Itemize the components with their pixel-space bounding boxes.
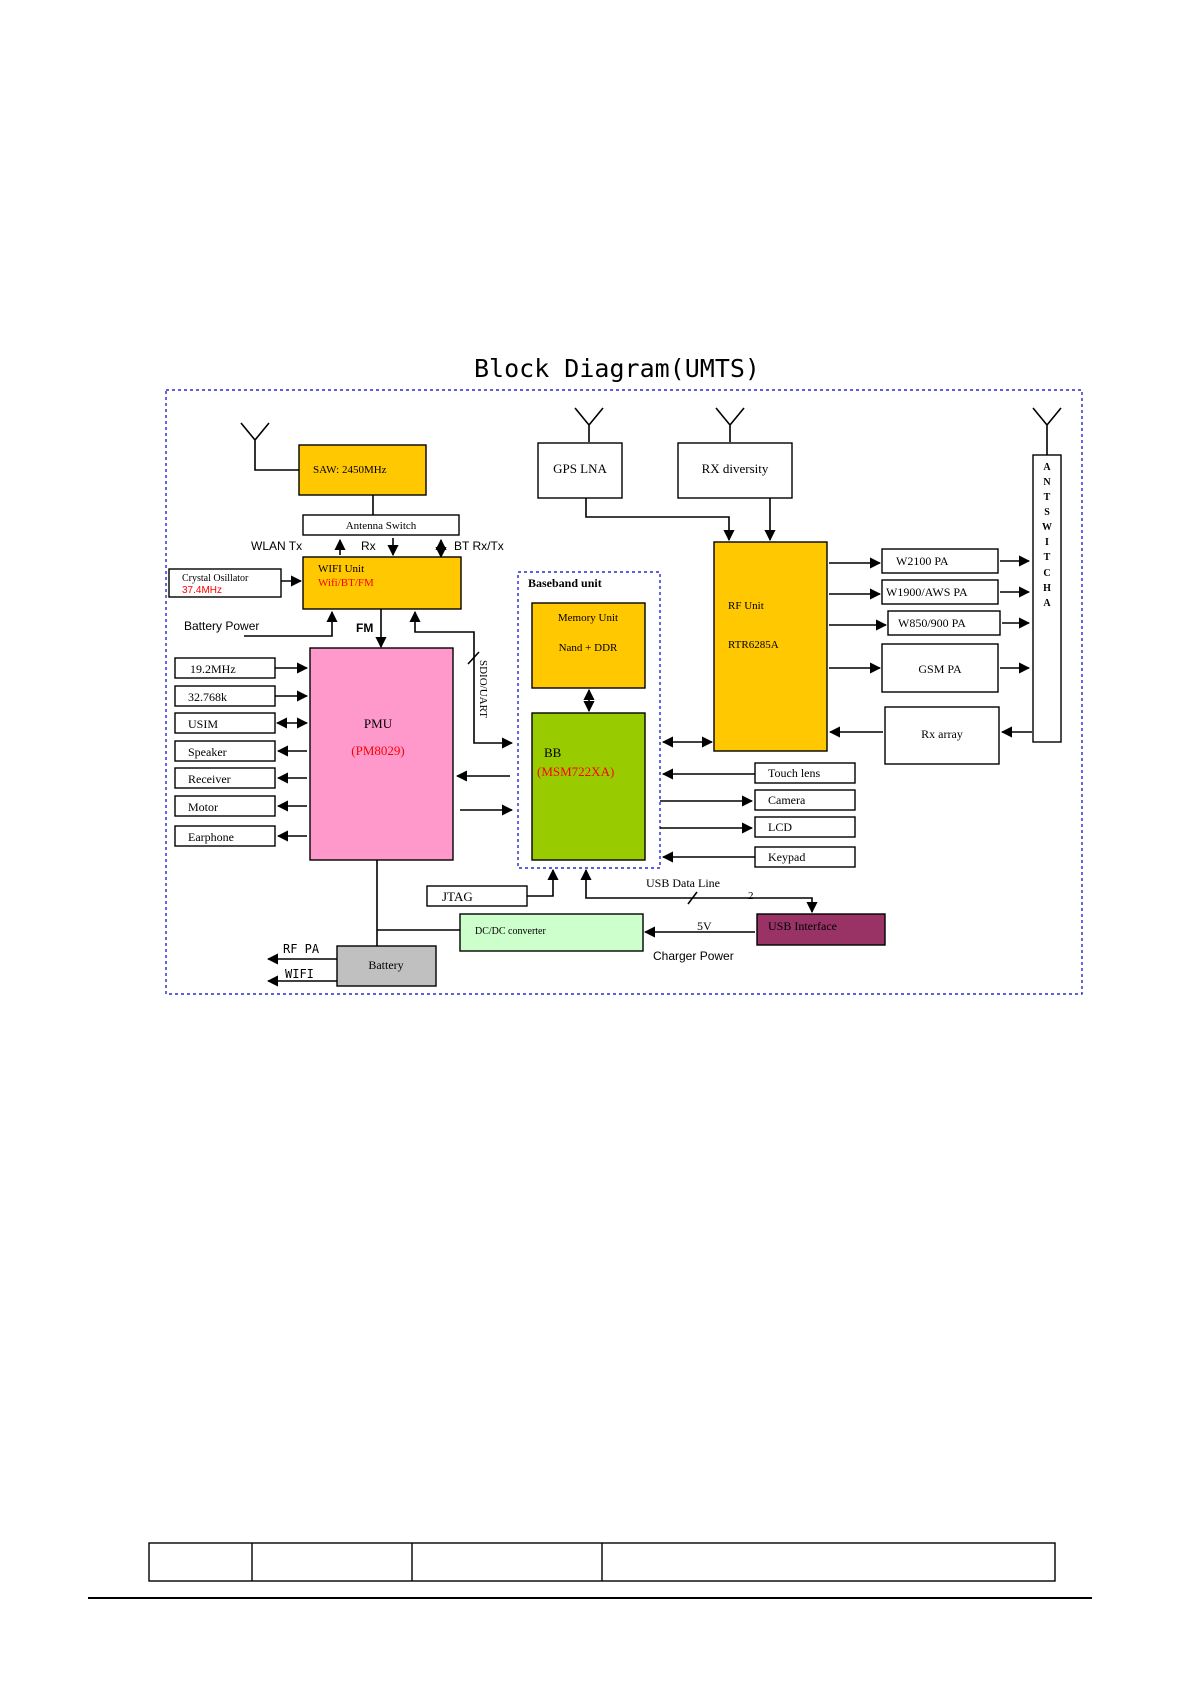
saw-label: SAW: 2450MHz xyxy=(313,464,387,476)
crystal-oscillator-block xyxy=(168,568,282,598)
rx-label: Rx xyxy=(361,539,376,553)
usb-count-label: 2 xyxy=(748,890,754,902)
ant-switch-block xyxy=(1032,454,1062,743)
rx-diversity-block xyxy=(677,442,793,499)
gps-lna-block xyxy=(537,442,623,499)
input-box xyxy=(174,767,276,789)
ant-switch-letters: A N T S W I T C H A xyxy=(1042,462,1052,609)
baseband-unit-border xyxy=(517,571,661,869)
saw-block xyxy=(298,444,427,496)
dcdc-converter-block xyxy=(459,913,644,952)
usb-interface-label: USB Interface xyxy=(768,919,837,933)
wifi-unit-label: WIFI Unit xyxy=(318,563,364,575)
peripheral-list: Touch lens Camera LCD Keypad xyxy=(660,762,856,868)
pmu-block xyxy=(309,647,454,861)
bb-label: BB xyxy=(544,745,562,760)
ant-letter: N xyxy=(1043,477,1051,488)
ant-letter: A xyxy=(1043,462,1051,473)
pa-box xyxy=(881,548,999,574)
input-label: Speaker xyxy=(188,745,227,759)
input-label: Receiver xyxy=(188,772,231,786)
wifi-out-label: WIFI xyxy=(285,967,314,981)
wlan-tx-label: WLAN Tx xyxy=(251,539,302,553)
pa-box xyxy=(887,610,1001,636)
ant-letter: A xyxy=(1043,598,1051,609)
sdio-uart-label: SDIO/UART xyxy=(477,660,489,718)
pa-box xyxy=(881,643,999,693)
fm-label: FM xyxy=(356,621,373,635)
bb-block xyxy=(531,712,646,861)
pa-list: W2100 PA W1900/AWS PA W850/900 PA GSM PA… xyxy=(828,548,1032,765)
rf-unit-label: RF Unit xyxy=(728,600,764,612)
left-input-list: 19.2MHz 32.768k USIM Speaker Receiver Mo… xyxy=(174,657,309,847)
jtag-label: JTAG xyxy=(442,889,473,904)
rx-diversity-label: RX diversity xyxy=(702,461,769,476)
pmu-label: PMU xyxy=(364,716,393,731)
battery-block xyxy=(336,945,437,987)
antenna-icon xyxy=(715,407,745,442)
memory-unit-block xyxy=(531,602,646,689)
input-box xyxy=(174,740,276,762)
input-label: USIM xyxy=(188,717,218,731)
rf-unit-block xyxy=(713,541,828,752)
usb-interface-block xyxy=(756,913,886,946)
crystal-freq: 37.4MHz xyxy=(182,585,222,596)
pa-box xyxy=(881,579,999,605)
peripheral-box xyxy=(754,816,856,838)
pa-label: W2100 PA xyxy=(896,554,949,568)
pa-label: W850/900 PA xyxy=(898,616,966,630)
wifi-unit-sub: Wifi/BT/FM xyxy=(318,577,374,589)
bt-rxtx-label: BT Rx/Tx xyxy=(454,539,504,553)
five-v-label: 5V xyxy=(697,919,712,933)
bb-sub: (MSM722XA) xyxy=(537,764,614,779)
input-box xyxy=(174,825,276,847)
battery-power-label: Battery Power xyxy=(184,619,259,633)
peripheral-box xyxy=(754,789,856,811)
peripheral-label: LCD xyxy=(768,820,792,834)
peripheral-label: Camera xyxy=(768,793,806,807)
ant-letter: W xyxy=(1042,522,1052,533)
baseband-unit-label: Baseband unit xyxy=(528,576,602,590)
crystal-label: Crystal Osillator xyxy=(182,573,249,584)
antenna-icon xyxy=(574,407,604,442)
pmu-sub: (PM8029) xyxy=(351,743,404,758)
rf-pa-label: RF PA xyxy=(283,942,320,956)
gps-lna-label: GPS LNA xyxy=(553,461,607,476)
input-label: 19.2MHz xyxy=(190,662,236,676)
footer-table xyxy=(148,1542,1056,1582)
page-title: Block Diagram(UMTS) xyxy=(474,354,760,383)
antenna-icon xyxy=(240,422,299,471)
antenna-icon xyxy=(1032,407,1062,455)
peripheral-label: Touch lens xyxy=(768,766,820,780)
diagram-border xyxy=(165,389,1083,995)
input-box xyxy=(174,795,276,817)
pa-box xyxy=(884,706,1000,765)
antenna-switch-label: Antenna Switch xyxy=(346,520,417,532)
rf-unit-sub: RTR6285A xyxy=(728,639,779,651)
ant-letter: C xyxy=(1043,568,1050,579)
memory-unit-sub: Nand + DDR xyxy=(559,642,618,654)
battery-label: Battery xyxy=(368,958,403,972)
usb-data-line-label: USB Data Line xyxy=(646,876,720,890)
ant-letter: T xyxy=(1044,552,1051,563)
antenna-switch-block xyxy=(302,514,460,536)
input-label: 32.768k xyxy=(188,690,227,704)
input-box xyxy=(174,712,276,734)
ant-letter: S xyxy=(1044,507,1050,518)
ant-letter: T xyxy=(1044,492,1051,503)
peripheral-box xyxy=(754,762,856,784)
peripheral-label: Keypad xyxy=(768,850,805,864)
input-label: Earphone xyxy=(188,830,234,844)
input-label: Motor xyxy=(188,800,218,814)
ant-letter: H xyxy=(1043,583,1051,594)
charger-power-label: Charger Power xyxy=(653,949,734,963)
dcdc-label: DC/DC converter xyxy=(475,926,546,937)
ant-letter: I xyxy=(1045,537,1049,548)
pa-label: Rx array xyxy=(921,727,963,741)
memory-unit-label: Memory Unit xyxy=(558,612,618,624)
wifi-unit-block xyxy=(302,556,462,610)
pa-label: W1900/AWS PA xyxy=(886,585,968,599)
pa-label: GSM PA xyxy=(918,662,962,676)
